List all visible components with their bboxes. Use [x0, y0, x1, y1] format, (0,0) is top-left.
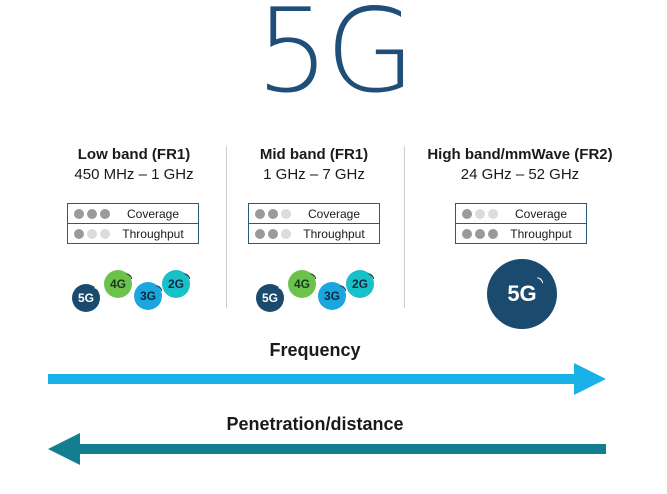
- rating-dot: [281, 208, 291, 219]
- column-divider: [404, 146, 405, 308]
- rating-dot: [475, 208, 485, 219]
- throughput-label: Throughput: [510, 226, 572, 241]
- coverage-label: Coverage: [307, 206, 361, 221]
- column-divider: [226, 146, 227, 308]
- high-band-range: 24 GHz – 52 GHz: [460, 166, 580, 183]
- rating-dot: [255, 228, 265, 239]
- rating-dot: [100, 208, 110, 219]
- 3g-badge: 3G: [318, 282, 346, 310]
- rating-dot: [475, 228, 485, 239]
- 5g-badge: 5G: [256, 284, 284, 312]
- 5g-mmwave-badge: 5G: [487, 259, 557, 329]
- low-band-name: Low band (FR1): [77, 146, 191, 163]
- frequency-label: Frequency: [269, 340, 361, 360]
- low-band-rating: Coverage Throughput: [67, 203, 199, 244]
- mid-band-range: 1 GHz – 7 GHz: [263, 166, 365, 183]
- coverage-dots: [456, 208, 504, 219]
- throughput-dots: [249, 228, 297, 239]
- throughput-label: Throughput: [122, 226, 184, 241]
- rating-dot: [255, 208, 265, 219]
- penetration-arrow: [48, 433, 606, 465]
- frequency-arrow: [48, 363, 606, 395]
- penetration-label: Penetration/distance: [226, 414, 404, 434]
- 4g-badge: 4G: [104, 270, 132, 298]
- rating-dot: [87, 228, 97, 239]
- throughput-label: Throughput: [303, 226, 365, 241]
- mid-band-tech-cluster: 5G 4G 3G 2G: [250, 268, 390, 316]
- rating-dot: [74, 208, 84, 219]
- rating-dot: [87, 208, 97, 219]
- coverage-dots: [249, 208, 297, 219]
- rating-dot: [462, 228, 472, 239]
- coverage-row: Coverage: [68, 204, 198, 223]
- coverage-dots: [68, 208, 116, 219]
- 2g-badge: 2G: [346, 270, 374, 298]
- rating-dot: [488, 228, 498, 239]
- mid-band-name: Mid band (FR1): [259, 146, 369, 163]
- mid-band-rating: Coverage Throughput: [248, 203, 380, 244]
- rating-dot: [74, 228, 84, 239]
- low-band-tech-cluster: 5G 4G 3G 2G: [66, 268, 206, 316]
- 4g-badge: 4G: [288, 270, 316, 298]
- throughput-row: Throughput: [68, 223, 198, 243]
- throughput-row: Throughput: [249, 223, 379, 243]
- throughput-dots: [456, 228, 504, 239]
- high-band-rating: Coverage Throughput: [455, 203, 587, 244]
- rating-dot: [268, 208, 278, 219]
- 2g-badge: 2G: [162, 270, 190, 298]
- low-band-range: 450 MHz – 1 GHz: [74, 166, 194, 183]
- 3g-badge: 3G: [134, 282, 162, 310]
- coverage-label: Coverage: [126, 206, 180, 221]
- rating-dot: [488, 208, 498, 219]
- coverage-label: Coverage: [514, 206, 568, 221]
- high-band-name: High band/mmWave (FR2): [427, 146, 613, 163]
- rating-dot: [100, 228, 110, 239]
- 5g-badge: 5G: [72, 284, 100, 312]
- coverage-row: Coverage: [249, 204, 379, 223]
- rating-dot: [281, 228, 291, 239]
- rating-dot: [462, 208, 472, 219]
- rating-dot: [268, 228, 278, 239]
- throughput-row: Throughput: [456, 223, 586, 243]
- coverage-row: Coverage: [456, 204, 586, 223]
- throughput-dots: [68, 228, 116, 239]
- page-title: 5G: [255, 0, 416, 119]
